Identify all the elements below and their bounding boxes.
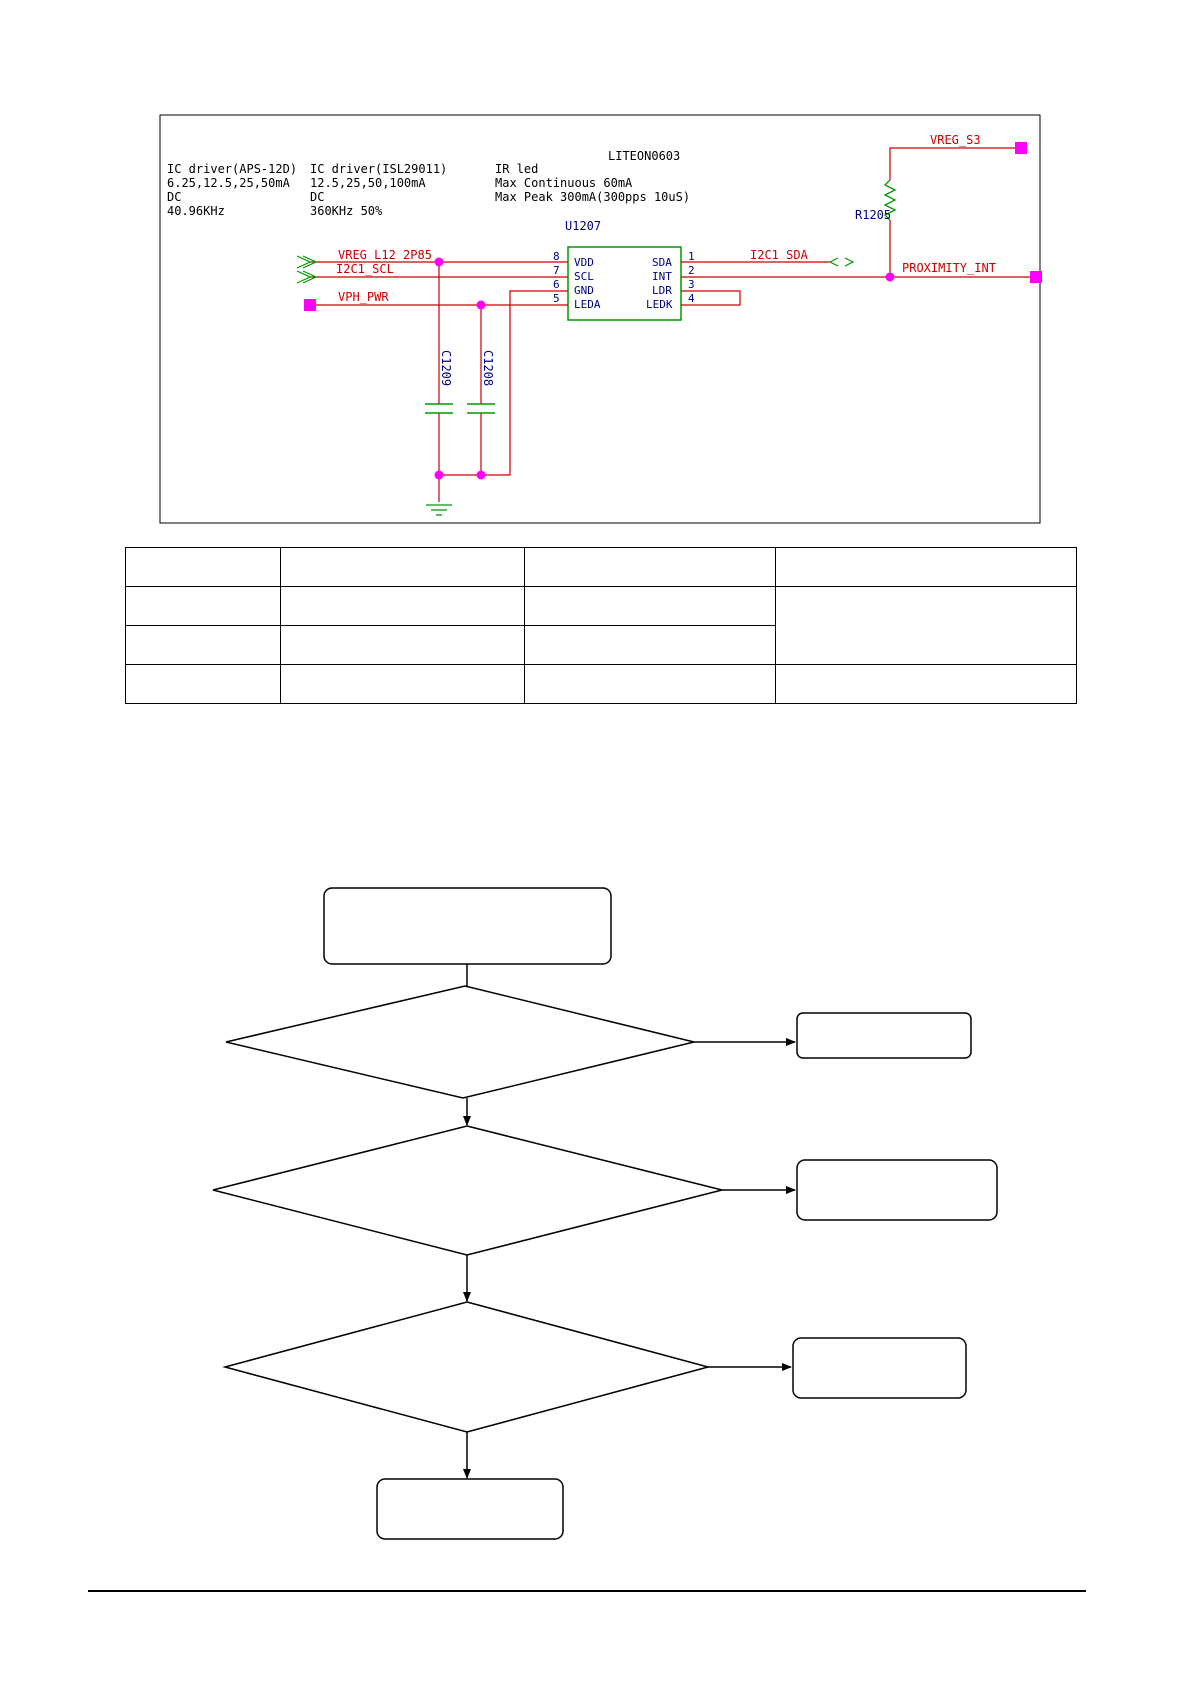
resistor-r1205 bbox=[883, 179, 897, 221]
port-markers bbox=[304, 142, 1042, 311]
flow-result-box-3 bbox=[792, 1337, 967, 1399]
note-line: 360KHz 50% bbox=[310, 204, 383, 218]
pin-number: 5 bbox=[553, 292, 560, 305]
pin-number: 3 bbox=[688, 278, 695, 291]
note-line: 6.25,12.5,25,50mA bbox=[167, 176, 291, 190]
pin-name: INT bbox=[652, 270, 672, 283]
table-cell bbox=[279, 625, 525, 665]
table-cell bbox=[125, 547, 281, 587]
flow-decision-3 bbox=[222, 1301, 711, 1433]
pin-number: 1 bbox=[688, 250, 695, 263]
flow-end-box bbox=[376, 1478, 564, 1540]
resistor-label: R1205 bbox=[855, 208, 891, 222]
table-row bbox=[125, 586, 1077, 665]
cap-c1209-label: C1209 bbox=[439, 350, 453, 386]
flow-result-box-2 bbox=[796, 1159, 998, 1221]
flow-decision-1 bbox=[225, 985, 695, 1099]
spec-table bbox=[125, 547, 1077, 704]
net-label-vph-pwr: VPH_PWR bbox=[338, 290, 389, 304]
table-cell bbox=[523, 547, 777, 587]
pin-name: LEDK bbox=[646, 298, 673, 311]
note-line: DC bbox=[167, 190, 181, 204]
net-label-i2c-sda: I2C1_SDA bbox=[750, 248, 809, 262]
note-isl: IC driver(ISL29011) 12.5,25,50,100mA DC … bbox=[310, 162, 447, 218]
table-cell bbox=[523, 625, 777, 665]
pin-number: 8 bbox=[553, 250, 560, 263]
net-label-vreg-s3: VREG_S3 bbox=[930, 133, 981, 147]
table-cell bbox=[125, 664, 281, 704]
schematic-diagram: IC driver(APS-12D) 6.25,12.5,25,50mA DC … bbox=[159, 114, 1042, 524]
pin-name: GND bbox=[574, 284, 594, 297]
ref-des-label: U1207 bbox=[565, 219, 601, 233]
flow-start-box bbox=[323, 887, 612, 965]
net-label-proximity-int: PROXIMITY_INT bbox=[902, 261, 996, 275]
table-cell bbox=[125, 586, 281, 626]
table-cell bbox=[279, 547, 525, 587]
table-cell bbox=[279, 586, 525, 626]
note-line: Max Peak 300mA(300pps 10uS) bbox=[495, 190, 690, 204]
pin-name: SCL bbox=[574, 270, 594, 283]
part-name-label: LITEON0603 bbox=[608, 149, 680, 163]
table-cell bbox=[523, 586, 777, 626]
note-line: DC bbox=[310, 190, 324, 204]
pin-number: 2 bbox=[688, 264, 695, 277]
flowchart bbox=[212, 887, 998, 1540]
note-ir-led: IR led Max Continuous 60mA Max Peak 300m… bbox=[495, 162, 690, 204]
note-line: 12.5,25,50,100mA bbox=[310, 176, 426, 190]
flow-decision-2 bbox=[212, 1125, 723, 1256]
table-row bbox=[125, 547, 1077, 587]
table-cell bbox=[125, 625, 281, 665]
ic-body bbox=[567, 246, 682, 321]
left-pin-stubs bbox=[540, 261, 568, 306]
pin-number: 7 bbox=[553, 264, 560, 277]
pin-number: 6 bbox=[553, 278, 560, 291]
note-line: IC driver(APS-12D) bbox=[167, 162, 297, 176]
note-line: 40.96KHz bbox=[167, 204, 225, 218]
note-line: IR led bbox=[495, 162, 538, 176]
pin-name: LDR bbox=[652, 284, 672, 297]
table-row bbox=[125, 664, 1077, 704]
net-label-i2c-scl: I2C1_SCL bbox=[336, 262, 394, 276]
offsheet-arrow-icon bbox=[828, 257, 855, 267]
ground-icon bbox=[426, 504, 452, 516]
capacitor-c1208 bbox=[467, 403, 495, 414]
note-line: Max Continuous 60mA bbox=[495, 176, 633, 190]
pin-name: LEDA bbox=[574, 298, 601, 311]
table-cell bbox=[775, 664, 1077, 704]
net-label-vreg-l12: VREG_L12_2P85 bbox=[338, 248, 432, 262]
note-aps: IC driver(APS-12D) 6.25,12.5,25,50mA DC … bbox=[167, 162, 297, 218]
note-line: IC driver(ISL29011) bbox=[310, 162, 447, 176]
table-row bbox=[125, 625, 1077, 665]
cap-c1208-label: C1208 bbox=[481, 350, 495, 386]
pin-name: SDA bbox=[652, 256, 672, 269]
pin-number: 4 bbox=[688, 292, 695, 305]
pin-name: VDD bbox=[574, 256, 594, 269]
table-cell bbox=[775, 586, 1077, 665]
right-pin-stubs bbox=[681, 261, 710, 306]
table-cell bbox=[279, 664, 525, 704]
junction-dots bbox=[434, 257, 895, 480]
wires bbox=[310, 147, 1030, 502]
footer-rule bbox=[88, 1590, 1086, 1592]
table-cell bbox=[775, 547, 1077, 587]
table-cell bbox=[523, 664, 777, 704]
capacitor-c1209 bbox=[425, 403, 453, 414]
flow-result-box-1 bbox=[796, 1012, 972, 1059]
offsheet-arrow-icon bbox=[296, 255, 318, 284]
